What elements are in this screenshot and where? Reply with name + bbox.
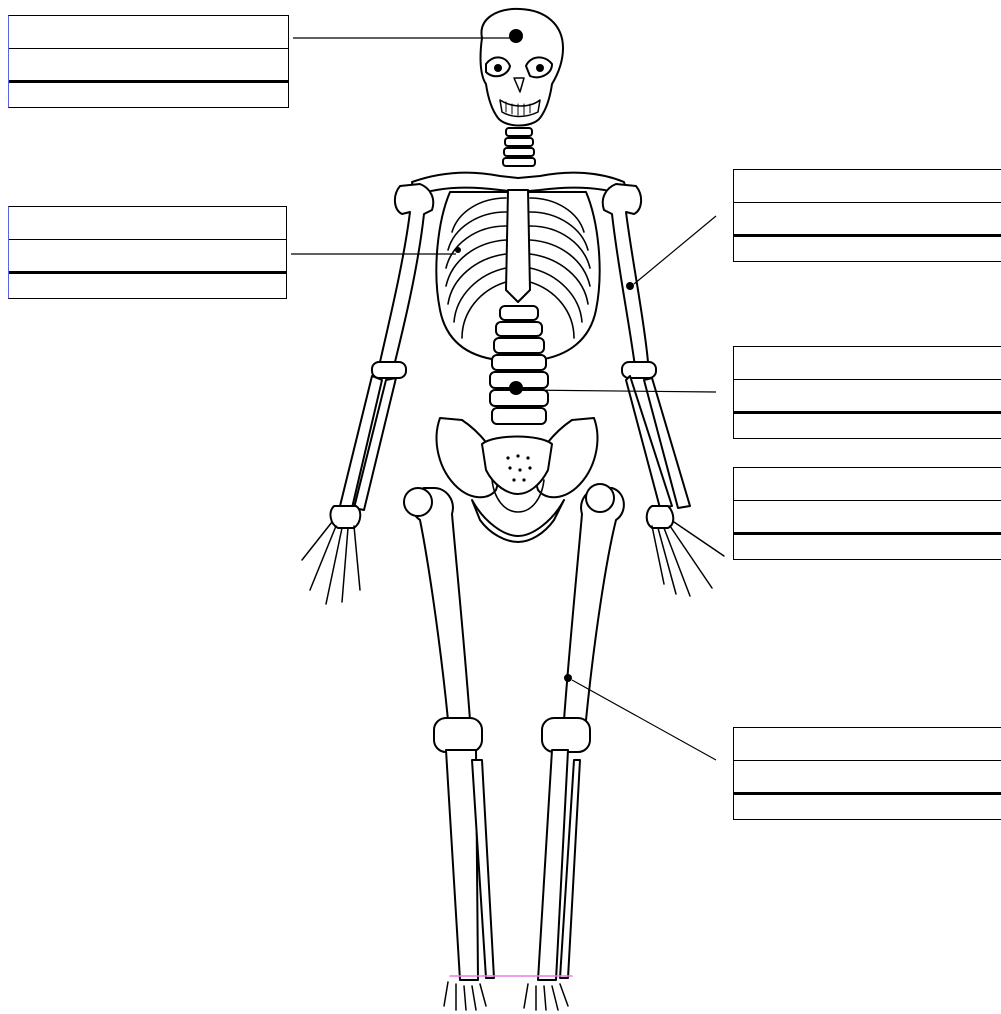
label-line[interactable]: [734, 202, 1001, 234]
label-line[interactable]: [734, 468, 1001, 500]
label-line[interactable]: [9, 207, 286, 239]
label-line[interactable]: [9, 48, 288, 80]
label-line[interactable]: [734, 792, 1001, 819]
label-line[interactable]: [734, 532, 1001, 559]
lumbar-spine: [490, 306, 548, 424]
arm-right: [603, 184, 724, 596]
label-line[interactable]: [734, 170, 1001, 202]
label-box-skull[interactable]: [8, 15, 289, 108]
leg-left: [404, 488, 494, 1010]
label-line[interactable]: [734, 379, 1001, 411]
label-line[interactable]: [9, 271, 286, 298]
label-line[interactable]: [9, 239, 286, 271]
skull: [481, 9, 563, 126]
label-line[interactable]: [9, 80, 288, 107]
label-line[interactable]: [734, 500, 1001, 532]
leader-line-humerus: [634, 216, 716, 284]
label-line[interactable]: [734, 347, 1001, 379]
label-line[interactable]: [734, 760, 1001, 792]
neck-vertebrae: [503, 128, 535, 166]
label-box-humerus[interactable]: [733, 169, 1001, 262]
label-box-spine[interactable]: [733, 346, 1001, 439]
pelvis: [437, 418, 598, 542]
label-box-femur[interactable]: [733, 727, 1001, 820]
label-line[interactable]: [9, 16, 288, 48]
label-line[interactable]: [734, 728, 1001, 760]
label-line[interactable]: [734, 411, 1001, 438]
leader-line-spine: [522, 390, 716, 392]
arm-left: [302, 184, 433, 604]
label-box-pelvis[interactable]: [733, 467, 1001, 560]
leader-line-femur: [572, 680, 716, 760]
label-box-ribs[interactable]: [8, 206, 287, 299]
label-line[interactable]: [734, 234, 1001, 261]
leg-right: [524, 484, 624, 1010]
